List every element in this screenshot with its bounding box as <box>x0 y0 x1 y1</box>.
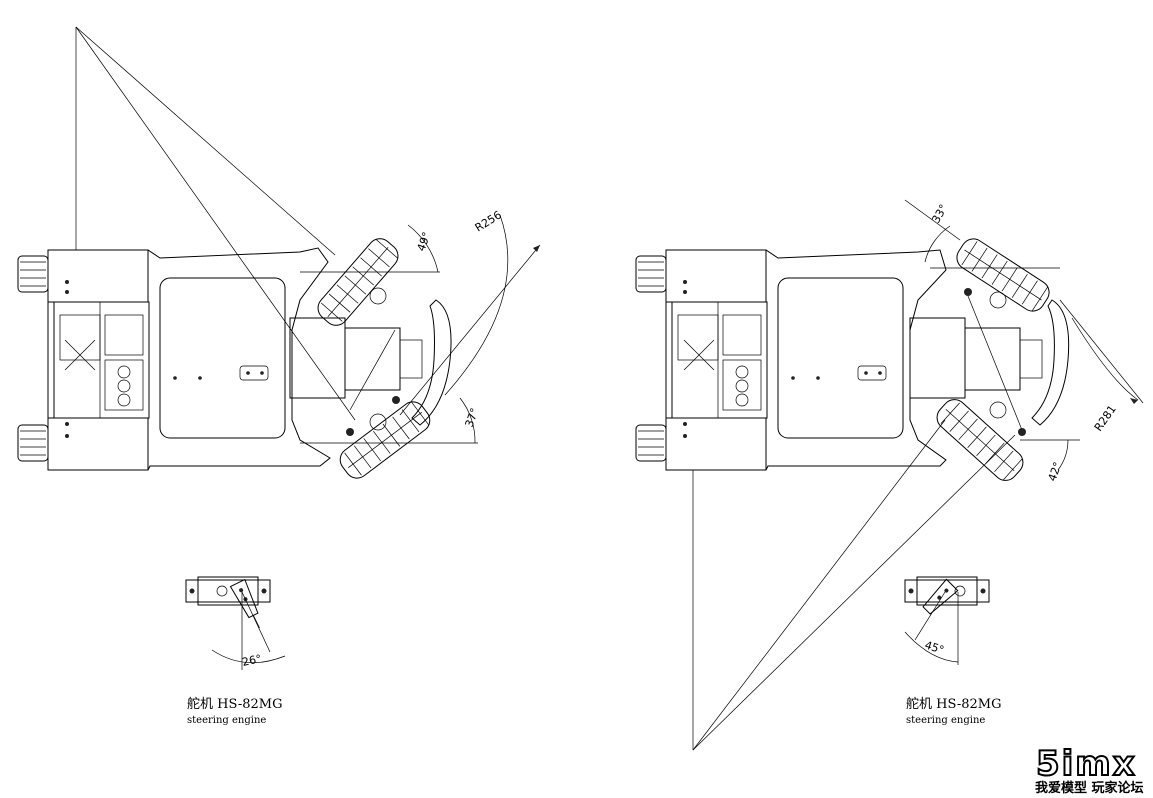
left-servo-sub: steering engine <box>187 715 266 726</box>
left-angle-upper: 49° <box>415 230 434 253</box>
watermark-tagline: 我爱模型 玩家论坛 <box>1035 780 1144 796</box>
left-radius-label: R256 <box>473 208 504 234</box>
watermark-logo: 5imx <box>1036 744 1137 784</box>
left-angle-lower: 37° <box>463 406 482 429</box>
left-servo-diagram <box>185 576 286 670</box>
right-servo-sub: steering engine <box>906 715 985 726</box>
left-servo-name: 舵机 HS-82MG <box>187 697 282 712</box>
right-servo-diagram <box>904 576 990 665</box>
right-angle-upper: 33° <box>929 202 950 225</box>
right-angle-lower: 42° <box>1046 460 1065 483</box>
right-servo-angle: 45° <box>923 638 946 656</box>
right-chassis-view <box>635 199 1144 751</box>
left-chassis-view <box>17 26 541 479</box>
right-radius-label: R281 <box>1092 403 1119 434</box>
left-servo-angle: 26° <box>241 652 263 669</box>
right-servo-name: 舵机 HS-82MG <box>906 697 1001 712</box>
